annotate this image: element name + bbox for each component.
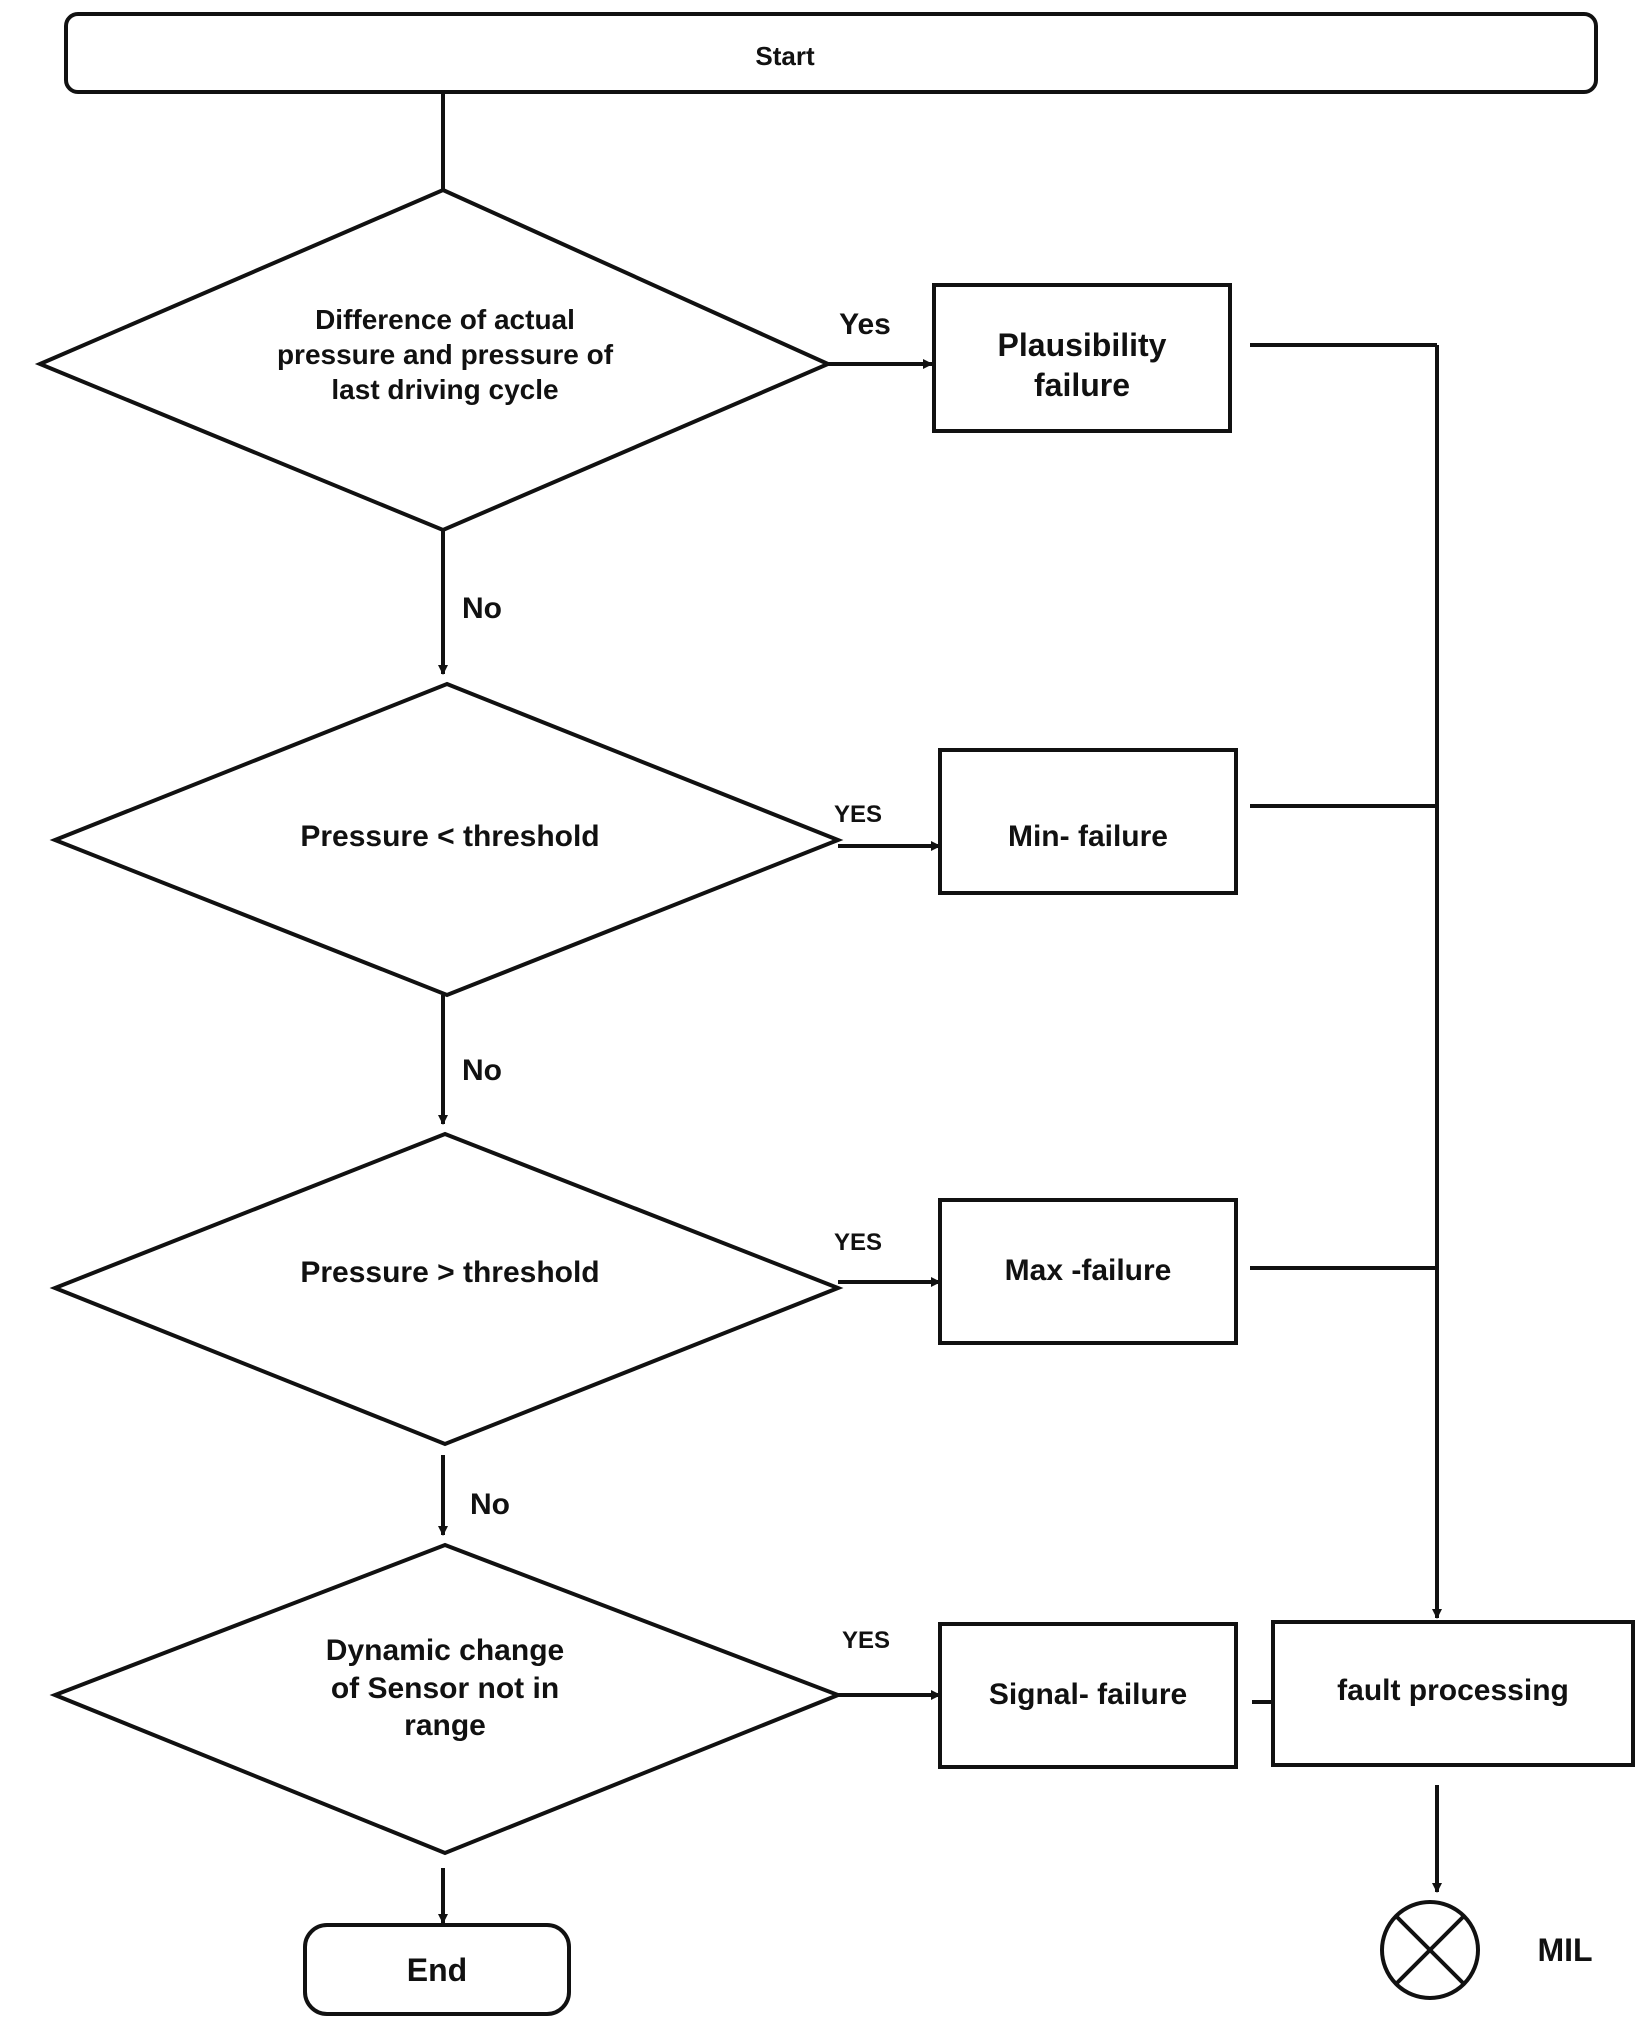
mil-lamp-icon (1380, 1900, 1480, 2000)
edge-yes-3-label: YES (833, 1229, 883, 1256)
min-failure-label: Min- failure (1007, 820, 1168, 853)
plausibility-line-2: failure (1033, 367, 1131, 403)
decision-4-line-1: Dynamic change (325, 1634, 565, 1667)
decision-3-diamond (49, 1131, 844, 1447)
decision-1-label: Difference of actual pressure and pressu… (220, 302, 670, 407)
start-terminal (64, 12, 1598, 94)
start-label: Start (755, 41, 815, 71)
edge-no-3-label: No (470, 1488, 510, 1521)
decision-1-line-1: Difference of actual (315, 304, 575, 335)
decision-3-label: Pressure > threshold (300, 1256, 600, 1289)
plausibility-failure-box (932, 283, 1232, 433)
fault-processing-box (1271, 1620, 1635, 1767)
end-terminal (303, 1923, 571, 2016)
decision-2-label: Pressure < threshold (300, 820, 600, 853)
decision-4-label: Dynamic change of Sensor not in range (245, 1632, 645, 1745)
decision-4-diamond (49, 1542, 844, 1856)
edge-no-2-label: No (462, 1054, 502, 1087)
edge-yes-4-label: YES (841, 1627, 891, 1654)
decision-4-line-2: of Sensor not in (330, 1671, 560, 1705)
decision-4-line-3: range (404, 1709, 486, 1742)
max-failure-box (938, 1198, 1238, 1345)
min-failure-box (938, 748, 1238, 895)
decision-1-line-2: pressure and pressure of (276, 339, 614, 370)
edge-no-1-label: No (462, 592, 502, 625)
plausibility-line-1: Plausibility (997, 327, 1167, 363)
edge-yes-2-label: YES (833, 801, 883, 828)
max-failure-label: Max -failure (1004, 1254, 1172, 1287)
plausibility-failure-label: Plausibility failure (934, 325, 1230, 405)
edge-yes-1-label: Yes (839, 308, 891, 341)
mil-label: MIL (1537, 1932, 1593, 1968)
decision-1-line-3: last driving cycle (331, 374, 559, 405)
signal-failure-box (938, 1622, 1238, 1769)
signal-failure-label: Signal- failure (988, 1678, 1188, 1711)
end-label: End (406, 1952, 468, 1988)
decision-2-diamond (49, 681, 844, 998)
fault-processing-label: fault processing (1337, 1674, 1569, 1707)
